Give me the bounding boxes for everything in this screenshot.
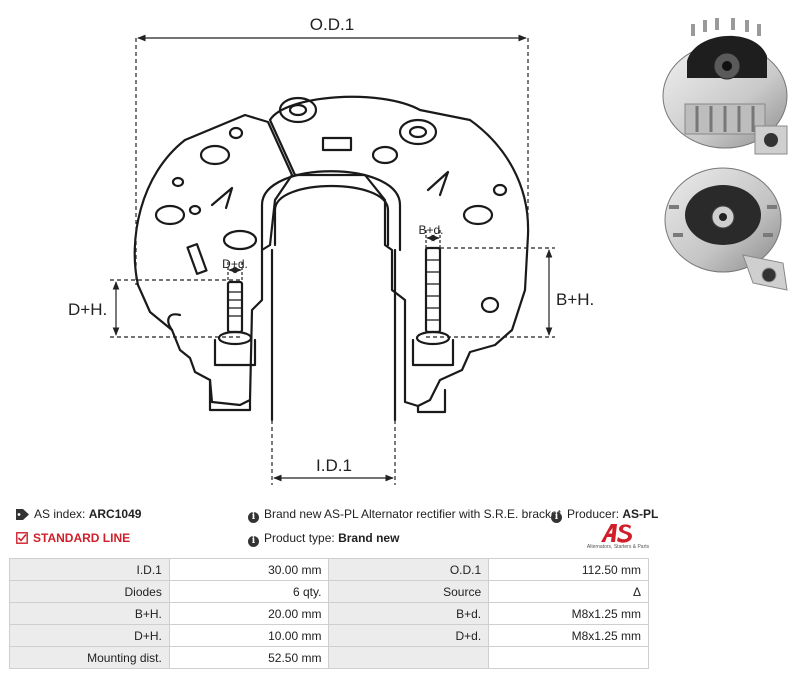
- as-index-row: AS index: ARC1049: [16, 506, 141, 522]
- spec-value: 20.00 mm: [168, 602, 330, 625]
- product-photo-top: [662, 18, 788, 155]
- id-dimension-label: I.D.1: [316, 456, 352, 475]
- standard-line-row: STANDARD LINE: [16, 530, 130, 546]
- spec-value: M8x1.25 mm: [488, 624, 649, 647]
- spec-label: Mounting dist.: [9, 646, 170, 669]
- spec-value: [488, 646, 649, 669]
- producer-value: AS-PL: [622, 507, 659, 521]
- product-type-label: Product type:: [264, 531, 335, 545]
- producer-row: i Producer: AS-PL: [551, 506, 658, 523]
- od-dimension-label: O.D.1: [310, 15, 354, 34]
- diode-arrow-symbol: [210, 186, 234, 210]
- spec-value: 30.00 mm: [168, 558, 330, 581]
- logo-tagline: Alternators, Starters & Parts: [586, 544, 650, 550]
- product-photo-bottom: [664, 167, 788, 291]
- tag-icon: [16, 509, 29, 520]
- spec-value: 112.50 mm: [488, 558, 649, 581]
- checkbox-checked-icon: [16, 532, 28, 544]
- spec-label: Diodes: [9, 580, 170, 603]
- product-type-value: Brand new: [338, 531, 400, 545]
- spec-label: [328, 646, 490, 669]
- table-row: Diodes 6 qty. Source Δ: [9, 580, 649, 603]
- left-stud: [226, 280, 244, 334]
- table-row: I.D.1 30.00 mm O.D.1 112.50 mm: [9, 558, 649, 581]
- info-icon: i: [248, 536, 259, 547]
- rectifier-drawing: O.D.1 I.D.1 D+H. B+H. D+d. B+d.: [68, 15, 594, 485]
- inner-arch: [260, 170, 402, 252]
- left-body-outline: [133, 113, 294, 407]
- spec-value: 10.00 mm: [168, 624, 330, 647]
- bh-dimension-label: B+H.: [556, 290, 594, 309]
- specifications-table: I.D.1 30.00 mm O.D.1 112.50 mm Diodes 6 …: [9, 558, 649, 669]
- product-description: Brand new AS-PL Alternator rectifier wit…: [264, 507, 562, 521]
- as-logo-mark: [601, 524, 632, 543]
- dd-dimension-label: D+d.: [222, 257, 248, 271]
- table-row: B+H. 20.00 mm B+d. M8x1.25 mm: [9, 602, 649, 625]
- producer-label: Producer:: [567, 507, 620, 521]
- product-type-row: i Product type: Brand new: [248, 530, 399, 547]
- spec-label: B+d.: [328, 602, 490, 625]
- as-pl-logo: Alternators, Starters & Parts: [583, 522, 653, 552]
- right-body-outline: [268, 95, 530, 408]
- as-index-label: AS index:: [34, 507, 86, 521]
- info-icon: i: [248, 512, 259, 523]
- bd-dimension-label: B+d.: [418, 223, 443, 237]
- spec-label: B+H.: [9, 602, 170, 625]
- spec-label: O.D.1: [328, 558, 490, 581]
- as-index-value: ARC1049: [88, 507, 142, 521]
- inner-arch-inner: [273, 184, 390, 247]
- spec-label: D+d.: [328, 624, 490, 647]
- spec-value: 52.50 mm: [168, 646, 330, 669]
- spec-label: Source: [328, 580, 490, 603]
- standard-line-badge: STANDARD LINE: [33, 531, 131, 545]
- spec-value: M8x1.25 mm: [488, 602, 649, 625]
- spec-value: Δ: [488, 580, 649, 603]
- table-row: Mounting dist. 52.50 mm: [9, 646, 649, 669]
- dh-dimension-label: D+H.: [68, 300, 107, 319]
- table-row: D+H. 10.00 mm D+d. M8x1.25 mm: [9, 624, 649, 647]
- spec-label: I.D.1: [9, 558, 170, 581]
- spec-label: D+H.: [9, 624, 170, 647]
- spec-value: 6 qty.: [168, 580, 330, 603]
- info-icon: i: [551, 512, 562, 523]
